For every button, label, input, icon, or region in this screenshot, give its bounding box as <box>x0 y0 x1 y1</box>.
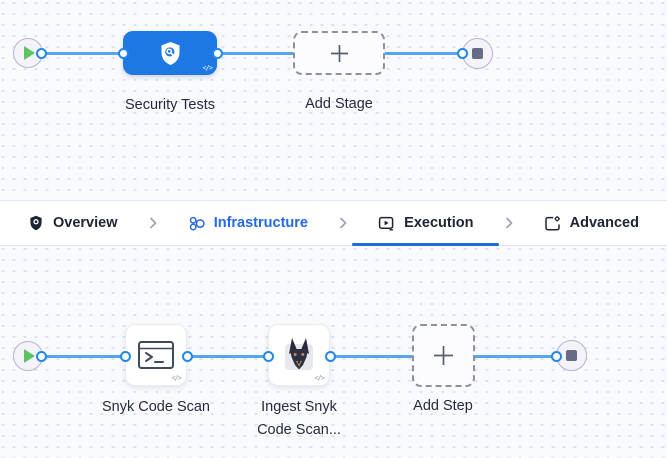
steps-end-in-port[interactable] <box>550 350 562 362</box>
execution-step-graph-canvas[interactable]: </> Snyk Code Scan </> Ingest Snyk Code … <box>0 246 667 458</box>
stage-config-tab-bar: Overview Infrastructure Execution <box>0 200 667 246</box>
stage-connector-wire <box>40 52 464 55</box>
step-code-glyph[interactable]: </> <box>171 374 182 382</box>
tab-advanced-label: Advanced <box>569 215 639 231</box>
stage-code-glyph[interactable]: </> <box>202 64 213 72</box>
step2-out-port[interactable] <box>324 350 336 362</box>
start-node-out-port[interactable] <box>36 47 47 59</box>
tab-advanced[interactable]: Advanced <box>544 201 639 245</box>
add-stage-label: Add Stage <box>305 96 373 112</box>
tab-execution[interactable]: Execution <box>352 201 500 246</box>
stage-out-port[interactable] <box>211 47 223 59</box>
chevron-right-icon <box>145 215 161 231</box>
plus-icon <box>434 346 453 365</box>
plus-icon <box>330 44 348 62</box>
stage-node-security-tests[interactable]: </> <box>123 31 217 75</box>
snyk-dog-icon <box>285 338 313 370</box>
shield-pin-icon <box>30 215 42 231</box>
tab-infrastructure-label: Infrastructure <box>213 215 308 231</box>
step-node-snyk-code-scan[interactable]: </> <box>125 324 187 386</box>
execution-play-icon <box>379 216 394 230</box>
play-icon <box>24 46 35 60</box>
tab-overview-label: Overview <box>53 215 118 231</box>
shield-scan-icon <box>161 41 179 65</box>
stage-label: Security Tests <box>125 97 215 113</box>
add-step-button[interactable] <box>412 324 475 387</box>
chevron-right-icon <box>335 215 351 231</box>
play-icon <box>24 349 35 363</box>
step-node-ingest-snyk[interactable]: </> <box>268 324 330 386</box>
add-stage-button[interactable] <box>293 31 385 75</box>
add-step-label: Add Step <box>413 398 473 414</box>
stage-in-port[interactable] <box>117 47 129 59</box>
step2-label-line2: Code Scan... <box>257 422 341 438</box>
step1-out-port[interactable] <box>181 350 193 362</box>
advanced-gear-icon <box>544 215 560 231</box>
stop-icon <box>472 48 483 59</box>
step1-in-port[interactable] <box>119 350 131 362</box>
step2-label: Ingest Snyk Code Scan... <box>224 396 374 442</box>
step2-label-line1: Ingest Snyk <box>261 399 337 415</box>
stop-icon <box>566 350 577 361</box>
stage-graph-canvas[interactable]: </> Security Tests Add Stage <box>0 0 667 200</box>
cluster-icon <box>189 216 205 230</box>
terminal-icon <box>138 341 174 369</box>
step-code-glyph[interactable]: </> <box>314 374 325 382</box>
steps-start-out-port[interactable] <box>36 350 47 362</box>
step2-in-port[interactable] <box>262 350 274 362</box>
step1-label: Snyk Code Scan <box>101 399 210 415</box>
chevron-right-icon <box>501 215 517 231</box>
tab-infrastructure[interactable]: Infrastructure <box>188 201 308 245</box>
tab-execution-label: Execution <box>404 215 474 231</box>
end-node-in-port[interactable] <box>456 47 468 59</box>
tab-overview[interactable]: Overview <box>28 201 118 245</box>
